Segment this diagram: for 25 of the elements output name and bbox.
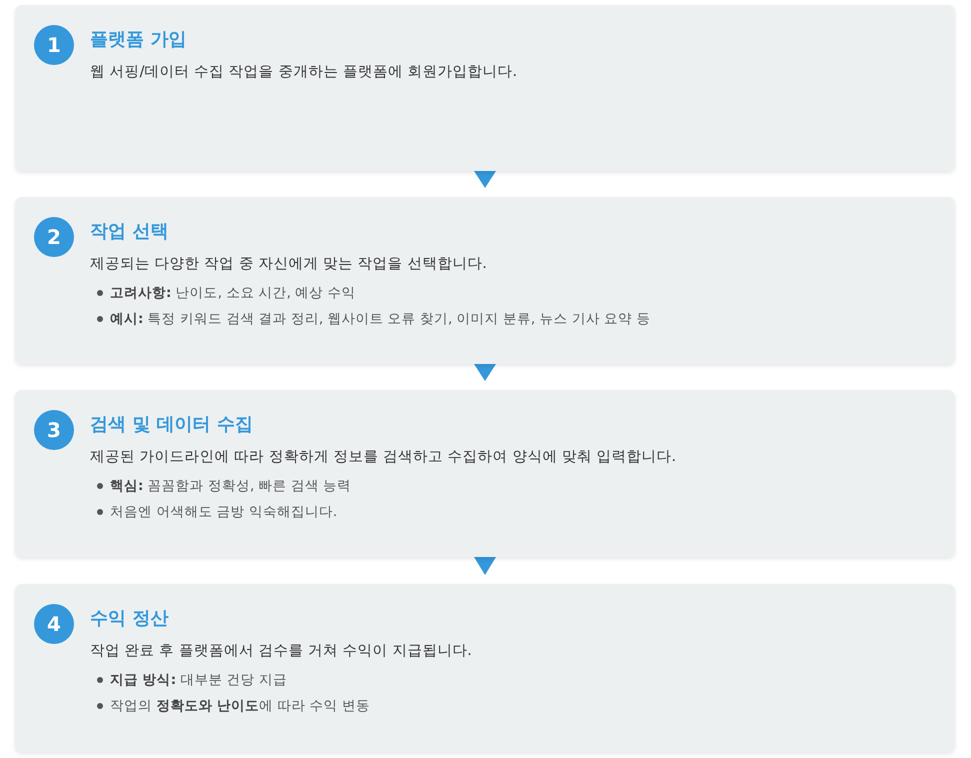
step-number: 2 — [34, 217, 74, 257]
bullet-text: 고려사항: 난이도, 소요 시간, 예상 수익 — [110, 284, 356, 303]
step-number: 4 — [34, 604, 74, 644]
step-description: 웹 서핑/데이터 수집 작업을 중개하는 플랫폼에 회원가입합니다. — [90, 63, 518, 82]
step-card — [15, 390, 955, 557]
down-arrow — [474, 171, 496, 188]
step-number: 1 — [34, 25, 74, 65]
bullet-text: 예시: 특정 키워드 검색 결과 정리, 웹사이트 오류 찾기, 이미지 분류, 뉴스 기사 요약 등 — [110, 310, 650, 329]
step-description: 작업 완료 후 플랫폼에서 검수를 거쳐 수익이 지급됩니다. — [90, 642, 472, 661]
step-title: 플랫폼 가입 — [90, 28, 186, 52]
step-title: 검색 및 데이터 수집 — [90, 413, 253, 437]
step-description: 제공된 가이드라인에 따라 정확하게 정보를 검색하고 수집하여 양식에 맞춰 입력합니다. — [90, 448, 676, 467]
step-card — [15, 584, 955, 752]
bullet-text: 작업의 정확도와 난이도에 따라 수익 변동 — [110, 697, 370, 716]
down-arrow — [474, 557, 496, 575]
bullet-text: 처음엔 어색해도 금방 익숙해집니다. — [110, 503, 338, 522]
step-title: 작업 선택 — [90, 220, 168, 244]
step-title: 수익 정산 — [90, 607, 168, 631]
down-arrow — [474, 364, 496, 381]
bullet-text: 핵심: 꼼꼼함과 정확성, 빠른 검색 능력 — [110, 477, 352, 496]
step-card — [15, 5, 955, 171]
step-card — [15, 197, 955, 364]
bullet-text: 지급 방식: 대부분 건당 지급 — [110, 671, 287, 690]
step-description: 제공되는 다양한 작업 중 자신에게 맞는 작업을 선택합니다. — [90, 255, 487, 274]
step-number: 3 — [34, 410, 74, 450]
